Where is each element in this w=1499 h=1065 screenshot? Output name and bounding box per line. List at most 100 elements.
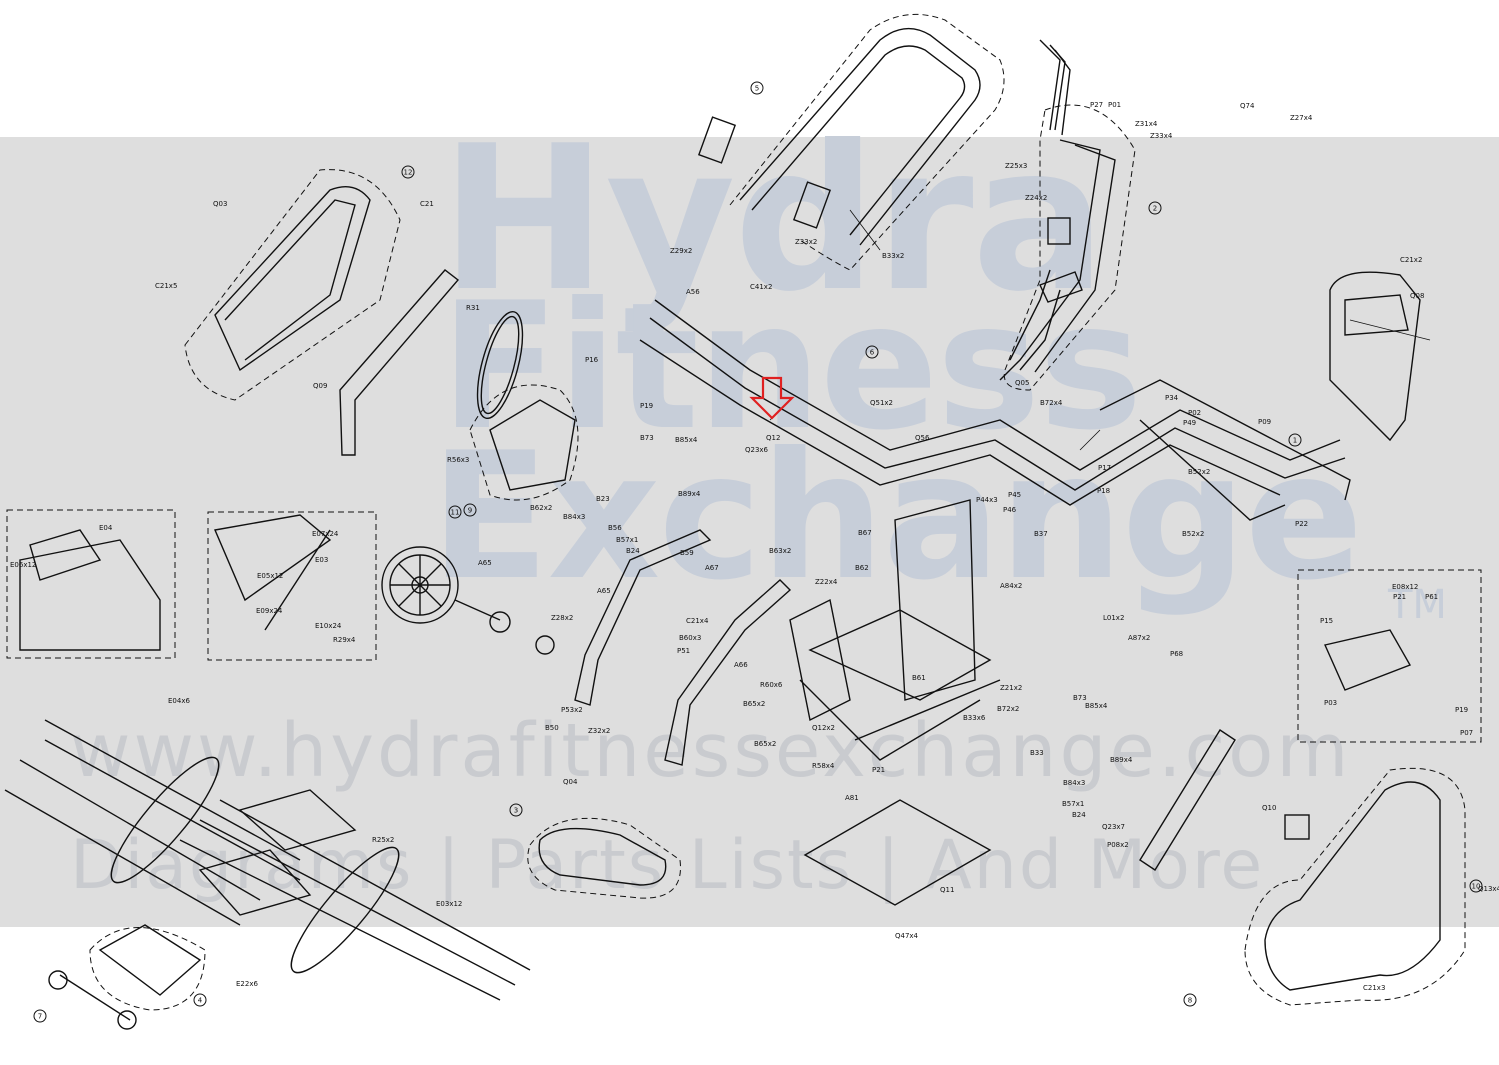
side-cover-right <box>1264 781 1441 991</box>
callout-circle <box>401 165 415 179</box>
part-q04 <box>1284 814 1310 840</box>
drive-belt <box>476 310 524 420</box>
tread-plate-2 <box>198 849 312 916</box>
part-label: B52x2 <box>1182 530 1204 538</box>
callout-circle <box>193 993 207 1007</box>
main-rail-lower <box>639 339 1281 506</box>
part-label: B37 <box>1034 530 1048 538</box>
console-shroud <box>1329 271 1421 442</box>
part-label: P08x2 <box>1107 841 1129 849</box>
part-label: P49 <box>1183 419 1196 427</box>
part-label: E05x12 <box>257 572 283 580</box>
part-label: E03 <box>315 556 328 564</box>
grip-left <box>697 116 737 164</box>
callout-circle <box>463 503 477 517</box>
part-label: C21x3 <box>1363 984 1385 992</box>
part-label: E04x6 <box>168 697 190 705</box>
watermark-brand-line2: Fitness <box>440 266 1143 469</box>
watermark-band <box>0 137 1499 927</box>
part-label: A84x2 <box>1000 582 1022 590</box>
part-label: B52x2 <box>1188 468 1210 476</box>
part-label: P44x3 <box>976 496 998 504</box>
part-label: R60x6 <box>760 681 783 689</box>
part-label: P19 <box>1455 706 1468 714</box>
part-label: B60x3 <box>679 634 701 642</box>
part-label: Q08 <box>1410 292 1424 300</box>
callout-number: 6 <box>870 349 875 357</box>
handlebar-outline-dashed <box>729 13 1005 271</box>
part-label: Q12 <box>766 434 780 442</box>
part-label: E04 <box>99 524 113 532</box>
detail-box-left <box>6 509 176 659</box>
part-label: L01x2 <box>1103 614 1124 622</box>
callout-circle <box>1469 879 1483 893</box>
part-label: C21 <box>420 200 434 208</box>
part-label: P03 <box>1324 699 1337 707</box>
part-label: B50 <box>545 724 559 732</box>
part-label: Q04 <box>563 778 578 786</box>
part-label: Z24x2 <box>1025 194 1047 202</box>
part-label: B85x4 <box>1085 702 1108 710</box>
part-label: Q23x6 <box>745 446 769 454</box>
part-label: P09 <box>1258 418 1271 426</box>
part-label: Q13x4 <box>1478 885 1499 893</box>
callout-number: 2 <box>1153 205 1157 213</box>
part-label: R56x3 <box>447 456 469 464</box>
part-label: R25x2 <box>372 836 394 844</box>
detail-box-console-board <box>1297 569 1482 743</box>
part-label: Z22x4 <box>815 578 838 586</box>
console-upright <box>999 139 1101 381</box>
part-label: E22x6 <box>236 980 258 988</box>
part-label: Q47x4 <box>895 932 919 940</box>
part-label: Z33x4 <box>1150 132 1173 140</box>
part-label: B24 <box>626 547 640 555</box>
callout-circle <box>865 345 879 359</box>
part-label: E08x12 <box>1392 583 1418 591</box>
detail-box-right <box>207 511 377 661</box>
part-label: B89x4 <box>1110 756 1133 764</box>
callout-number: 1 <box>1293 437 1297 445</box>
part-label: C21x4 <box>686 617 709 625</box>
part-label: B33x6 <box>963 714 986 722</box>
lower-rail-1 <box>44 719 301 861</box>
part-label: R58x4 <box>812 762 835 770</box>
main-rail-upper <box>654 299 1341 471</box>
part-label: P21 <box>872 766 885 774</box>
part-label: P18 <box>1097 487 1110 495</box>
part-label: A67 <box>705 564 719 572</box>
part-label: P53x2 <box>561 706 583 714</box>
part-label: Q09 <box>313 382 327 390</box>
part-label: B72x4 <box>1040 399 1063 407</box>
watermark-url: www.hydrafitnessexchange.com <box>70 708 1352 794</box>
part-label: P22 <box>1295 520 1308 528</box>
part-label: B57x1 <box>616 536 638 544</box>
side-cover-left <box>214 186 371 372</box>
part-label: Z25x3 <box>1005 162 1027 170</box>
part-label: C21x5 <box>155 282 177 290</box>
cup-holder <box>1047 217 1071 245</box>
part-label: E10x24 <box>315 622 342 630</box>
part-label: P15 <box>1320 617 1333 625</box>
part-label: B65x2 <box>754 740 776 748</box>
part-label: B72x2 <box>997 705 1019 713</box>
highlight-arrow <box>749 376 795 420</box>
part-label: P19 <box>640 402 653 410</box>
callout-circle <box>1288 433 1302 447</box>
callout-circle <box>1148 201 1162 215</box>
grip-right <box>792 181 832 229</box>
part-label: Z29x2 <box>670 247 692 255</box>
callout-number: 9 <box>468 507 472 515</box>
part-label: C21x2 <box>1400 256 1422 264</box>
part-label: B62x2 <box>530 504 552 512</box>
belt-right <box>290 846 400 974</box>
callout-number: 8 <box>1188 997 1192 1005</box>
part-label: B84x3 <box>563 513 585 521</box>
part-label: B62 <box>855 564 869 572</box>
part-label: P01 <box>1108 101 1121 109</box>
part-label: B56 <box>608 524 622 532</box>
part-label: A66 <box>734 661 748 669</box>
part-label: Q56 <box>915 434 930 442</box>
part-label: Z27x4 <box>1290 114 1313 122</box>
